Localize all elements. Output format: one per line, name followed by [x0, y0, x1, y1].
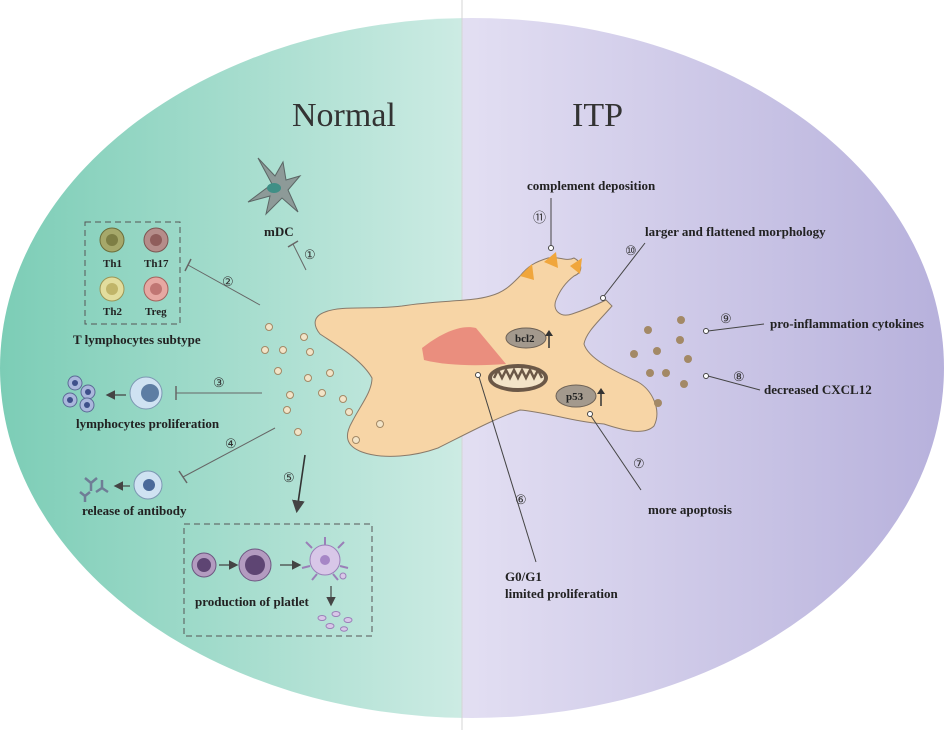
limited-proliferation-label: limited proliferation: [505, 586, 619, 601]
step-number-2: ②: [222, 274, 234, 289]
t-cell-th1: Th1: [103, 258, 122, 270]
leader-cytokines: [707, 323, 765, 332]
morphology-label: larger and flattened morphology: [645, 224, 826, 239]
prolif-label: lymphocytes proliferation: [76, 416, 220, 431]
step-number-1: ①: [304, 247, 316, 262]
anchor-cxcl12: [703, 373, 709, 379]
bcl2-label: bcl2: [515, 333, 535, 345]
anchor-morphology: [600, 295, 606, 301]
inhibit-arrow-3: [175, 386, 262, 400]
leader-apoptosis: [590, 415, 642, 491]
step-number-8: ⑧: [733, 369, 745, 384]
bcl2-badge: [505, 327, 547, 349]
apoptosis-label: more apoptosis: [648, 502, 732, 517]
b-cell-icon: [133, 470, 163, 500]
anchor-g0g1: [475, 372, 481, 378]
inhibit-arrow-2: [184, 258, 261, 306]
step-number-6: ⑥: [515, 492, 527, 507]
p53-up-arrow-icon: [597, 388, 605, 406]
step-number-9: ⑨: [720, 311, 732, 326]
secreted-factors-right: [630, 316, 692, 407]
cxcl12-label: decreased CXCL12: [764, 382, 872, 397]
platelet-box: [183, 523, 373, 637]
step-number-11: ⑪: [533, 210, 546, 225]
g0g1-label: G0/G1: [505, 569, 542, 584]
lymphocyte-icon: [62, 375, 163, 413]
cell-nucleus: [422, 327, 506, 366]
leader-morphology: [603, 242, 646, 297]
inhibit-arrow-1: [287, 240, 307, 271]
t-subtype-label: T lymphocytes subtype: [73, 332, 201, 347]
complement-triangle-2: [544, 252, 558, 268]
itp-background: [462, 18, 944, 718]
mdc-label: mDC: [264, 224, 294, 239]
leader-g0g1: [478, 376, 537, 563]
t-subtype-box: [84, 221, 181, 325]
step-number-10: ⑩: [625, 243, 637, 258]
step-number-3: ③: [213, 375, 225, 390]
p53-badge: [555, 384, 597, 408]
platelet-icon: [317, 611, 353, 632]
inhibit-arrow-4: [178, 427, 276, 484]
anchor-cytokines: [703, 328, 709, 334]
platelet-label: production of platlet: [195, 594, 310, 609]
complement-label: complement deposition: [527, 178, 656, 193]
p53-label: p53: [566, 391, 584, 403]
anchor-complement: [548, 245, 554, 251]
leader-cxcl12: [707, 375, 761, 391]
t-cell-th17: Th17: [144, 258, 169, 270]
promote-arrow-5: [292, 454, 306, 514]
bcl2-up-arrow-icon: [545, 330, 553, 348]
step-number-4: ④: [225, 436, 237, 451]
step-number-5: ⑤: [283, 470, 295, 485]
antibody-icon: [79, 477, 109, 502]
step-number-7: ⑦: [633, 456, 645, 471]
megakaryocyte-icon: [191, 537, 349, 582]
mitochondria-icon: [488, 364, 548, 392]
t-cell-treg: Treg: [145, 306, 167, 318]
antibody-label: release of antibody: [82, 503, 187, 518]
complement-triangle-3: [570, 258, 582, 274]
dendritic-cell-icon: [247, 157, 302, 216]
complement-triangle-1: [520, 264, 534, 280]
t-cell-th2: Th2: [103, 306, 122, 318]
t-cell-icon: [99, 227, 169, 302]
title-itp: ITP: [572, 97, 623, 134]
anchor-apoptosis: [587, 411, 593, 417]
secreted-factors-left: [261, 323, 384, 444]
normal-background: [0, 18, 462, 718]
cytokines-label: pro-inflammation cytokines: [770, 316, 924, 331]
title-normal: Normal: [292, 97, 396, 134]
